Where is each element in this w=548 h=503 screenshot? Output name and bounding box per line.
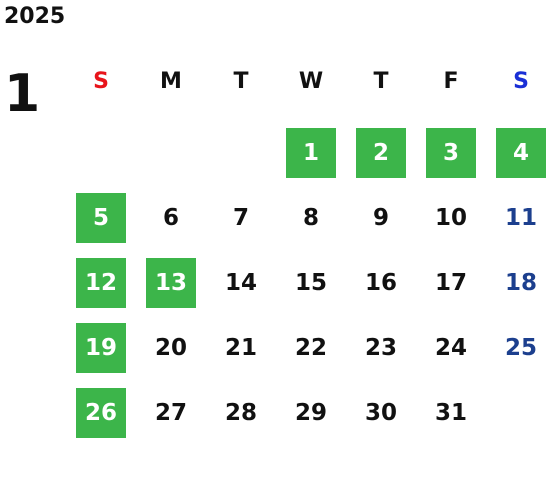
day-cell[interactable]: 22: [276, 315, 346, 380]
weekday-header-tuesday: T: [233, 69, 249, 94]
day-18[interactable]: 18: [504, 269, 537, 296]
highlighted-day-12[interactable]: 12: [76, 257, 126, 308]
day-cell[interactable]: 15: [276, 250, 346, 315]
highlighted-day-1[interactable]: 1: [286, 127, 336, 178]
weekday-header-monday: M: [160, 69, 182, 94]
highlighted-day-13[interactable]: 13: [146, 257, 196, 308]
day-10[interactable]: 10: [434, 204, 467, 231]
day-24[interactable]: 24: [434, 334, 467, 361]
day-28[interactable]: 28: [224, 399, 257, 426]
day-cell[interactable]: 16: [346, 250, 416, 315]
weekday-header-sunday: S: [93, 69, 109, 94]
day-cell[interactable]: 3: [416, 120, 486, 185]
day-30[interactable]: 30: [364, 399, 397, 426]
highlighted-day-19[interactable]: 19: [76, 322, 126, 373]
day-cell[interactable]: 18: [486, 250, 548, 315]
day-cell[interactable]: 20: [136, 315, 206, 380]
day-cell[interactable]: 13: [136, 250, 206, 315]
year-label: 2025: [4, 4, 66, 29]
day-cell[interactable]: 5: [66, 185, 136, 250]
day-27[interactable]: 27: [154, 399, 187, 426]
day-cell[interactable]: 6: [136, 185, 206, 250]
weekday-header-thursday: T: [373, 69, 389, 94]
day-cell[interactable]: 28: [206, 380, 276, 445]
day-cell[interactable]: 19: [66, 315, 136, 380]
day-cell[interactable]: 7: [206, 185, 276, 250]
day-cell[interactable]: 29: [276, 380, 346, 445]
day-cell[interactable]: 26: [66, 380, 136, 445]
day-cell[interactable]: 31: [416, 380, 486, 445]
day-9[interactable]: 9: [372, 204, 389, 231]
day-14[interactable]: 14: [224, 269, 257, 296]
day-cell[interactable]: 27: [136, 380, 206, 445]
day-cell[interactable]: 9: [346, 185, 416, 250]
day-22[interactable]: 22: [294, 334, 327, 361]
day-cell[interactable]: 4: [486, 120, 548, 185]
day-8[interactable]: 8: [302, 204, 319, 231]
highlighted-day-4[interactable]: 4: [496, 127, 546, 178]
day-15[interactable]: 15: [294, 269, 327, 296]
day-cell[interactable]: 10: [416, 185, 486, 250]
month-number: 1: [4, 64, 41, 124]
day-cell[interactable]: 24: [416, 315, 486, 380]
weekday-header-friday: F: [443, 69, 459, 94]
day-11[interactable]: 11: [504, 204, 537, 231]
weekday-header-wednesday: W: [298, 69, 324, 94]
day-cell[interactable]: 14: [206, 250, 276, 315]
weekday-header-saturday: S: [513, 69, 529, 94]
day-cell[interactable]: 8: [276, 185, 346, 250]
highlighted-day-3[interactable]: 3: [426, 127, 476, 178]
day-cell[interactable]: 11: [486, 185, 548, 250]
day-20[interactable]: 20: [154, 334, 187, 361]
day-16[interactable]: 16: [364, 269, 397, 296]
highlighted-day-26[interactable]: 26: [76, 387, 126, 438]
highlighted-day-5[interactable]: 5: [76, 192, 126, 243]
day-cell[interactable]: 21: [206, 315, 276, 380]
highlighted-day-2[interactable]: 2: [356, 127, 406, 178]
day-cell[interactable]: 12: [66, 250, 136, 315]
day-cell[interactable]: 23: [346, 315, 416, 380]
day-6[interactable]: 6: [162, 204, 179, 231]
day-7[interactable]: 7: [232, 204, 249, 231]
day-31[interactable]: 31: [434, 399, 467, 426]
day-21[interactable]: 21: [224, 334, 257, 361]
day-29[interactable]: 29: [294, 399, 327, 426]
day-cell[interactable]: 17: [416, 250, 486, 315]
day-cell[interactable]: 1: [276, 120, 346, 185]
day-25[interactable]: 25: [504, 334, 537, 361]
day-cell[interactable]: 25: [486, 315, 548, 380]
day-cell[interactable]: 30: [346, 380, 416, 445]
day-17[interactable]: 17: [434, 269, 467, 296]
day-cell[interactable]: 2: [346, 120, 416, 185]
day-23[interactable]: 23: [364, 334, 397, 361]
